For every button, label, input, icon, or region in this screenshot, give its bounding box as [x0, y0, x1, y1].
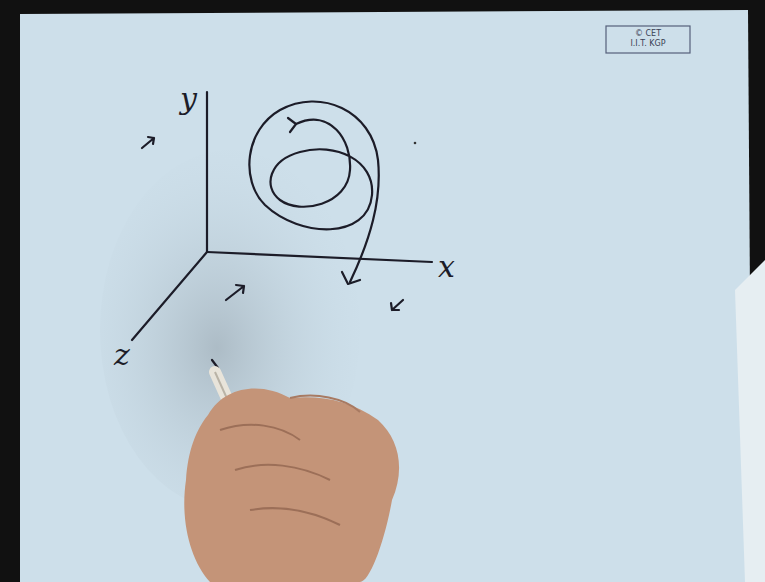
logo-box: [606, 26, 690, 53]
field-arrow: [391, 300, 403, 310]
arrow-head: [342, 272, 360, 284]
axes-sketch: [132, 92, 432, 368]
y-axis: [206, 92, 208, 252]
arrow-head: [288, 118, 296, 132]
dot: [414, 142, 417, 145]
field-arrow: [226, 285, 244, 300]
field-arrow: [142, 137, 154, 148]
logo-text: I.I.T. KGP: [630, 40, 665, 48]
paper-edge: [735, 260, 765, 582]
z-axis: [132, 252, 207, 340]
logo-text: © CET: [635, 30, 661, 38]
axis-label: y: [180, 84, 197, 114]
paper: [20, 10, 752, 582]
hand: [184, 372, 399, 582]
axis-label: z: [114, 340, 130, 370]
axis-label: x: [438, 252, 455, 282]
x-axis: [207, 252, 432, 262]
spiral-curve: [249, 101, 378, 282]
